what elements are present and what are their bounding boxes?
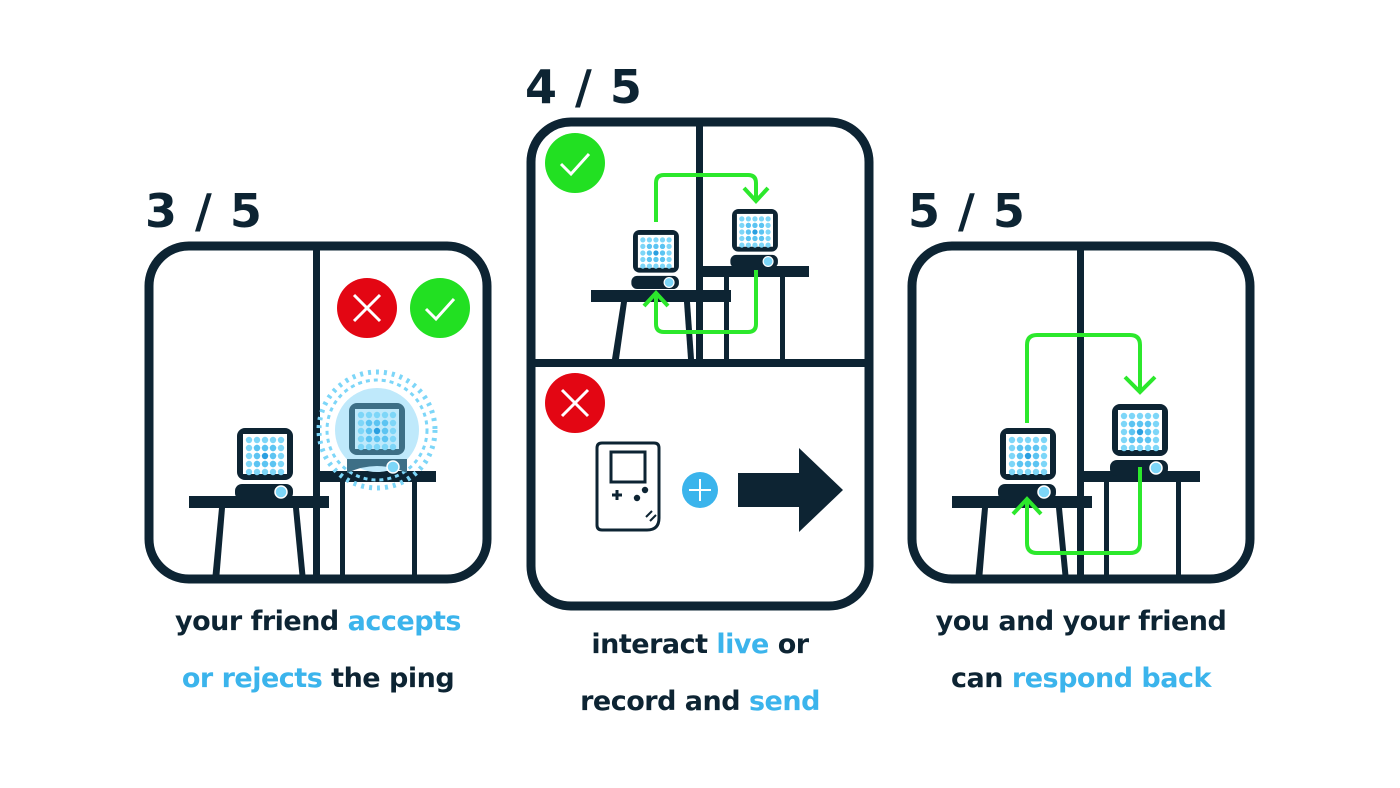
step-3-number: 3 / 5 bbox=[145, 184, 263, 238]
your-device bbox=[630, 229, 680, 290]
caption-text: can bbox=[951, 663, 1012, 694]
game-console-icon bbox=[595, 441, 661, 532]
reject-icon bbox=[543, 371, 607, 435]
friend-device bbox=[729, 208, 779, 269]
caption-highlight: accepts bbox=[347, 606, 462, 637]
caption-text: record and bbox=[580, 686, 749, 717]
step-5-panel bbox=[907, 241, 1255, 584]
accept-icon bbox=[543, 131, 607, 195]
your-device bbox=[997, 427, 1057, 501]
caption-highlight: send bbox=[748, 686, 820, 717]
caption-highlight: or rejects bbox=[181, 663, 323, 694]
pinging-device bbox=[316, 369, 438, 491]
step-3-caption: your friend accepts or rejects the ping bbox=[118, 593, 518, 707]
reject-icon bbox=[335, 276, 399, 340]
caption-highlight: live bbox=[716, 629, 769, 660]
step-4-caption: interact live or record and send bbox=[500, 616, 900, 730]
plus-icon bbox=[682, 472, 718, 508]
room-divider bbox=[313, 246, 320, 579]
step-4-panel bbox=[526, 117, 874, 611]
your-device bbox=[234, 427, 294, 501]
caption-text: your friend bbox=[174, 606, 348, 637]
accept-icon bbox=[408, 276, 472, 340]
caption-text: interact bbox=[591, 629, 717, 660]
caption-highlight: respond back bbox=[1011, 663, 1212, 694]
friend-device bbox=[1109, 403, 1169, 477]
step-4-number: 4 / 5 bbox=[525, 60, 643, 114]
respond-arrows bbox=[1011, 333, 1157, 555]
step-5-number: 5 / 5 bbox=[908, 184, 1026, 238]
caption-text: you and your friend bbox=[935, 606, 1227, 637]
send-arrow-icon bbox=[738, 448, 843, 532]
step-5-caption: you and your friend can respond back bbox=[881, 593, 1281, 707]
step-3-panel bbox=[144, 241, 492, 584]
caption-text: or bbox=[768, 629, 809, 660]
live-exchange-arrows bbox=[642, 173, 770, 334]
panel-divider bbox=[531, 359, 869, 367]
caption-text: the ping bbox=[322, 663, 455, 694]
